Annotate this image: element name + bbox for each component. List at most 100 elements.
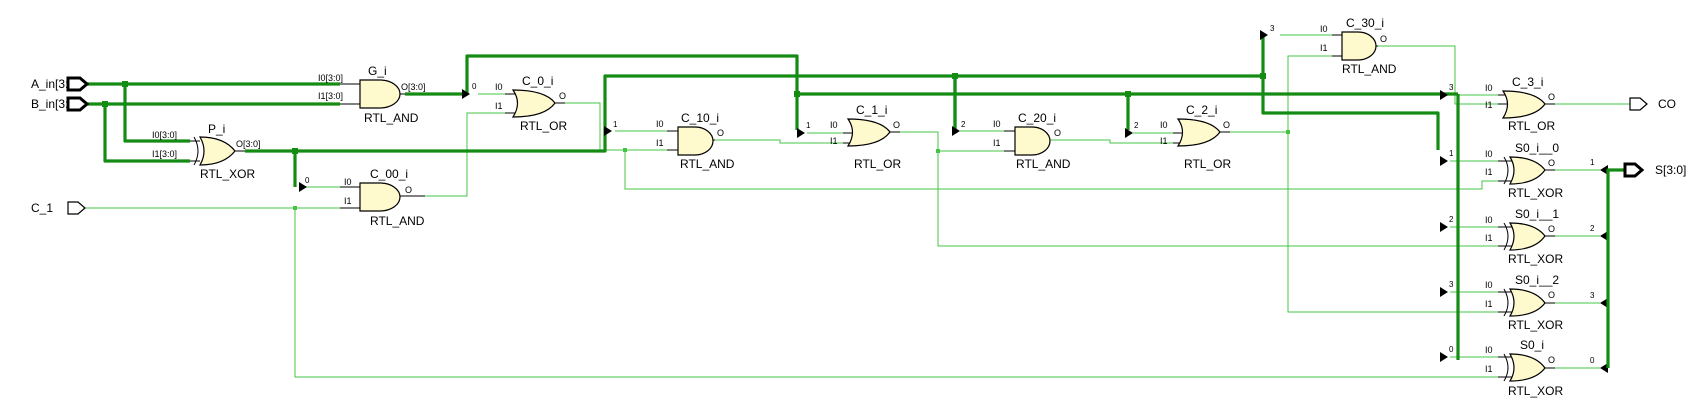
net-c20-out[interactable] [1050, 139, 1173, 144]
bit-label: 1 [1590, 158, 1595, 167]
pin-label: O [893, 120, 900, 130]
port-a-in[interactable]: A_in[3:0] [31, 76, 90, 92]
pin-label: I1 [495, 101, 503, 111]
gate-type: RTL_AND [680, 157, 735, 171]
gate-s0-i-2[interactable]: S0_i__2 I0 I1 O RTL_XOR [1485, 273, 1563, 332]
bit-label: 2 [1449, 215, 1454, 224]
bit-label: 0 [1590, 356, 1595, 365]
port-label: CO [1658, 97, 1676, 111]
or-gate-icon [511, 89, 556, 118]
net-c1-out[interactable] [900, 131, 1498, 247]
pin-label: I1 [993, 138, 1001, 148]
gate-c1-i[interactable]: C_1_i I0 I1 O RTL_OR [830, 103, 901, 171]
pin-label: O[3:0] [401, 82, 426, 92]
gate-c30-i[interactable]: C_30_i I0 I1 O RTL_AND [1320, 16, 1397, 76]
gate-name: C_1_i [856, 103, 887, 117]
gate-name: C_3_i [1512, 75, 1543, 89]
port-s[interactable]: S[3:0] [1623, 162, 1686, 178]
net-c30-out[interactable] [1378, 45, 1498, 105]
xor-gate-icon [1508, 156, 1546, 185]
ripper-arrow [1440, 352, 1448, 362]
bit-label: 0 [1449, 345, 1454, 354]
gate-c20-i[interactable]: C_20_i I0 I1 O RTL_AND [993, 111, 1071, 171]
rippers [299, 30, 1608, 373]
gate-name: C_10_i [681, 111, 719, 125]
bit-label: 3 [1590, 291, 1595, 300]
xor-arc [1503, 353, 1509, 382]
bus-s-out[interactable] [1606, 168, 1625, 368]
bit-index-labels: 0 0 1 1 2 2 3 3 1 2 3 0 1 2 3 0 [305, 24, 1595, 365]
input-port-icon [67, 201, 86, 215]
junction-dot [1286, 130, 1290, 134]
pin-label: I1 [1485, 233, 1493, 243]
bit-label: 2 [961, 120, 966, 129]
gate-type: RTL_OR [854, 157, 901, 171]
port-c-1[interactable]: C_1 [31, 201, 86, 215]
gate-name: P_i [208, 122, 225, 136]
port-b-in[interactable]: B_in[3:0] [31, 96, 90, 112]
junction-dot [1260, 73, 1266, 79]
ripper-arrow [1440, 156, 1448, 166]
bit-label: 3 [1270, 24, 1275, 33]
bit-label: 1 [1449, 149, 1454, 158]
gate-c10-i[interactable]: C_10_i I0 I1 O RTL_AND [656, 111, 735, 171]
and-gate-icon [1341, 31, 1377, 61]
gate-name: S0_i__1 [1515, 207, 1559, 221]
or-gate-icon [1176, 118, 1221, 147]
pin-label: O [1380, 34, 1387, 44]
gate-name: G_i [368, 64, 387, 78]
bus-g-out[interactable] [405, 54, 1460, 360]
xor-arc [1503, 222, 1509, 251]
gate-s0-i-0[interactable]: S0_i__0 I0 I1 O RTL_XOR [1485, 141, 1563, 200]
pin-label: I0[3:0] [318, 73, 343, 83]
pin-label: I1[3:0] [152, 149, 177, 159]
net-c1[interactable] [84, 207, 1498, 378]
port-label: C_1 [31, 201, 53, 215]
gate-type: RTL_XOR [1508, 318, 1563, 332]
junction-dot [102, 101, 108, 107]
pin-label: O [717, 128, 724, 138]
bus-b-to-p[interactable] [103, 104, 190, 163]
junction-dot [122, 81, 128, 87]
gate-g-i[interactable]: G_i I0[3:0] I1[3:0] O[3:0] RTL_AND [318, 64, 426, 125]
pin-label: I0 [1320, 24, 1328, 34]
pin-label: I1 [656, 138, 664, 148]
gate-type: RTL_AND [1016, 157, 1071, 171]
pin-label: I0 [830, 120, 838, 130]
bus-a-to-p[interactable] [123, 84, 190, 143]
gate-s0-i[interactable]: S0_i I0 I1 O RTL_XOR [1485, 338, 1563, 398]
pin-label: O [559, 91, 566, 101]
pin-label: O [1548, 355, 1555, 365]
gate-s0-i-1[interactable]: S0_i__1 I0 I1 O RTL_XOR [1485, 207, 1563, 266]
gate-p-i[interactable]: P_i I0[3:0] I1[3:0] O[3:0] RTL_XOR [152, 122, 261, 181]
xor-gate-icon [1508, 288, 1546, 317]
net-c00-out[interactable] [425, 112, 505, 197]
pin-label: O [1223, 120, 1230, 130]
gate-c3-i[interactable]: C_3_i I0 I1 O RTL_OR [1485, 75, 1555, 133]
bus-p-out[interactable] [245, 34, 1440, 187]
gate-c0-i[interactable]: C_0_i I0 I1 O RTL_OR [495, 74, 567, 133]
xor-arc [193, 136, 199, 166]
xor-gate-icon [198, 136, 236, 166]
gate-type: RTL_OR [1184, 157, 1231, 171]
and-gate-icon [1014, 126, 1051, 156]
net-c0-out[interactable] [565, 102, 1498, 190]
and-gate-icon [677, 126, 714, 156]
output-port-icon [1623, 162, 1645, 178]
junction-dot [794, 91, 800, 97]
pin-line [1498, 226, 1555, 247]
bit-label: 1 [613, 120, 618, 129]
gate-type: RTL_XOR [200, 167, 255, 181]
port-co[interactable]: CO [1629, 97, 1676, 111]
net-c10-out[interactable] [715, 139, 843, 144]
ripper-arrow [1125, 128, 1133, 138]
port-label: S[3:0] [1655, 163, 1686, 177]
pin-label: I1 [1320, 43, 1328, 53]
gate-c00-i[interactable]: C_00_i I0 I1 O RTL_AND [340, 167, 425, 228]
input-port-icon [66, 76, 90, 92]
gate-name: C_20_i [1018, 111, 1056, 125]
pin-label: I1 [1485, 167, 1493, 177]
gate-name: S0_i__0 [1515, 141, 1559, 155]
pin-label: O [1548, 224, 1555, 234]
gate-c2-i[interactable]: C_2_i I0 I1 O RTL_OR [1160, 103, 1231, 171]
